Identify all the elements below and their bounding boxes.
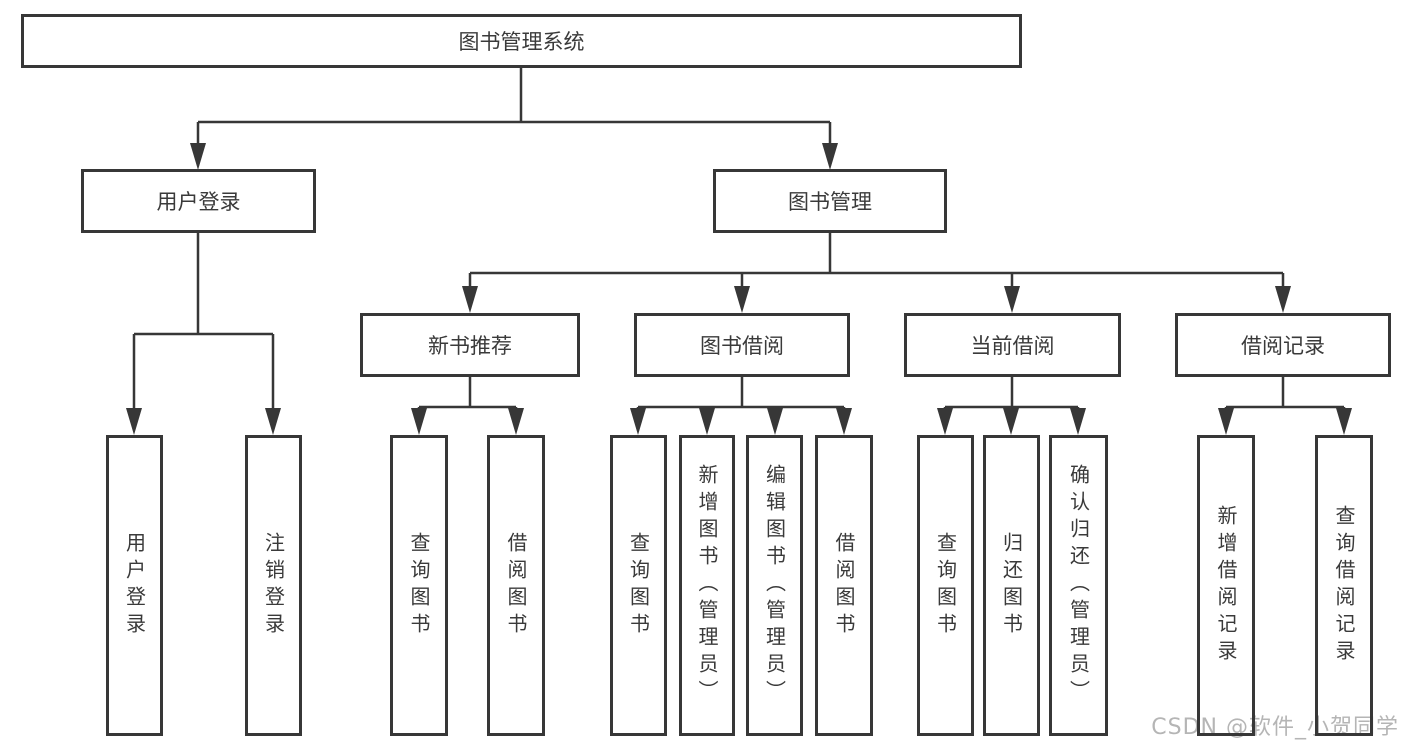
arrow-down-icon	[822, 143, 838, 170]
leaf-add-books-admin: 新增图书（管理员）	[679, 435, 735, 736]
leaf-query-books-current: 查询图书	[917, 435, 974, 736]
arrow-down-icon	[630, 408, 646, 435]
leaf-add-borrow-record: 新增借阅记录	[1197, 435, 1255, 736]
node-label: 新增图书（管理员）	[695, 464, 719, 707]
arrowheads	[126, 143, 1352, 435]
node-user-login-branch: 用户登录	[81, 169, 316, 233]
node-label: 新书推荐	[428, 334, 512, 358]
node-label: 图书管理	[788, 190, 872, 214]
node-label: 当前借阅	[970, 334, 1055, 358]
arrow-down-icon	[508, 408, 524, 435]
arrow-down-icon	[265, 408, 281, 435]
node-label: 图书借阅	[700, 334, 784, 358]
arrow-down-icon	[1070, 408, 1086, 435]
arrow-down-icon	[1275, 286, 1291, 313]
leaf-borrow-books-recommend: 借阅图书	[487, 435, 545, 736]
arrow-down-icon	[1336, 408, 1352, 435]
node-label: 借阅记录	[1241, 334, 1325, 358]
leaf-user-login: 用户登录	[106, 435, 163, 736]
arrow-down-icon	[126, 408, 142, 435]
arrow-down-icon	[1003, 408, 1019, 435]
node-label: 新增借阅记录	[1214, 504, 1238, 667]
node-current-borrowing: 当前借阅	[904, 313, 1121, 377]
node-new-book-recommend: 新书推荐	[360, 313, 580, 377]
leaf-query-borrow-record: 查询借阅记录	[1315, 435, 1373, 736]
arrow-down-icon	[462, 286, 478, 313]
node-label: 用户登录	[156, 190, 241, 214]
arrow-down-icon	[411, 408, 427, 435]
arrow-down-icon	[767, 408, 783, 435]
leaf-borrow-books-borrowing: 借阅图书	[815, 435, 873, 736]
leaf-query-books-borrowing: 查询图书	[610, 435, 667, 736]
node-borrowing-records: 借阅记录	[1175, 313, 1391, 377]
arrow-down-icon	[937, 408, 953, 435]
node-label: 查询借阅记录	[1332, 504, 1356, 667]
leaf-return-books: 归还图书	[983, 435, 1040, 736]
leaf-edit-books-admin: 编辑图书（管理员）	[746, 435, 803, 736]
arrow-down-icon	[734, 286, 750, 313]
node-book-management-branch: 图书管理	[713, 169, 947, 233]
node-book-borrowing: 图书借阅	[634, 313, 850, 377]
arrow-down-icon	[190, 143, 206, 170]
arrow-down-icon	[699, 408, 715, 435]
node-label: 查询图书	[933, 531, 958, 640]
arrow-down-icon	[836, 408, 852, 435]
node-label: 编辑图书（管理员）	[762, 464, 787, 707]
leaf-query-books-recommend: 查询图书	[390, 435, 448, 736]
node-label: 查询图书	[626, 531, 651, 640]
node-label: 用户登录	[122, 531, 147, 640]
arrow-down-icon	[1218, 408, 1234, 435]
node-label: 归还图书	[999, 531, 1024, 640]
node-root-system: 图书管理系统	[21, 14, 1022, 68]
arrow-down-icon	[1004, 286, 1020, 313]
leaf-confirm-return-admin: 确认归还（管理员）	[1049, 435, 1108, 736]
node-label: 借阅图书	[832, 531, 856, 640]
node-label: 注销登录	[261, 531, 286, 640]
node-label: 图书管理系统	[458, 30, 585, 54]
node-label: 借阅图书	[504, 531, 528, 640]
leaf-logout: 注销登录	[245, 435, 302, 736]
node-label: 查询图书	[407, 531, 431, 640]
node-label: 确认归还（管理员）	[1066, 464, 1091, 707]
